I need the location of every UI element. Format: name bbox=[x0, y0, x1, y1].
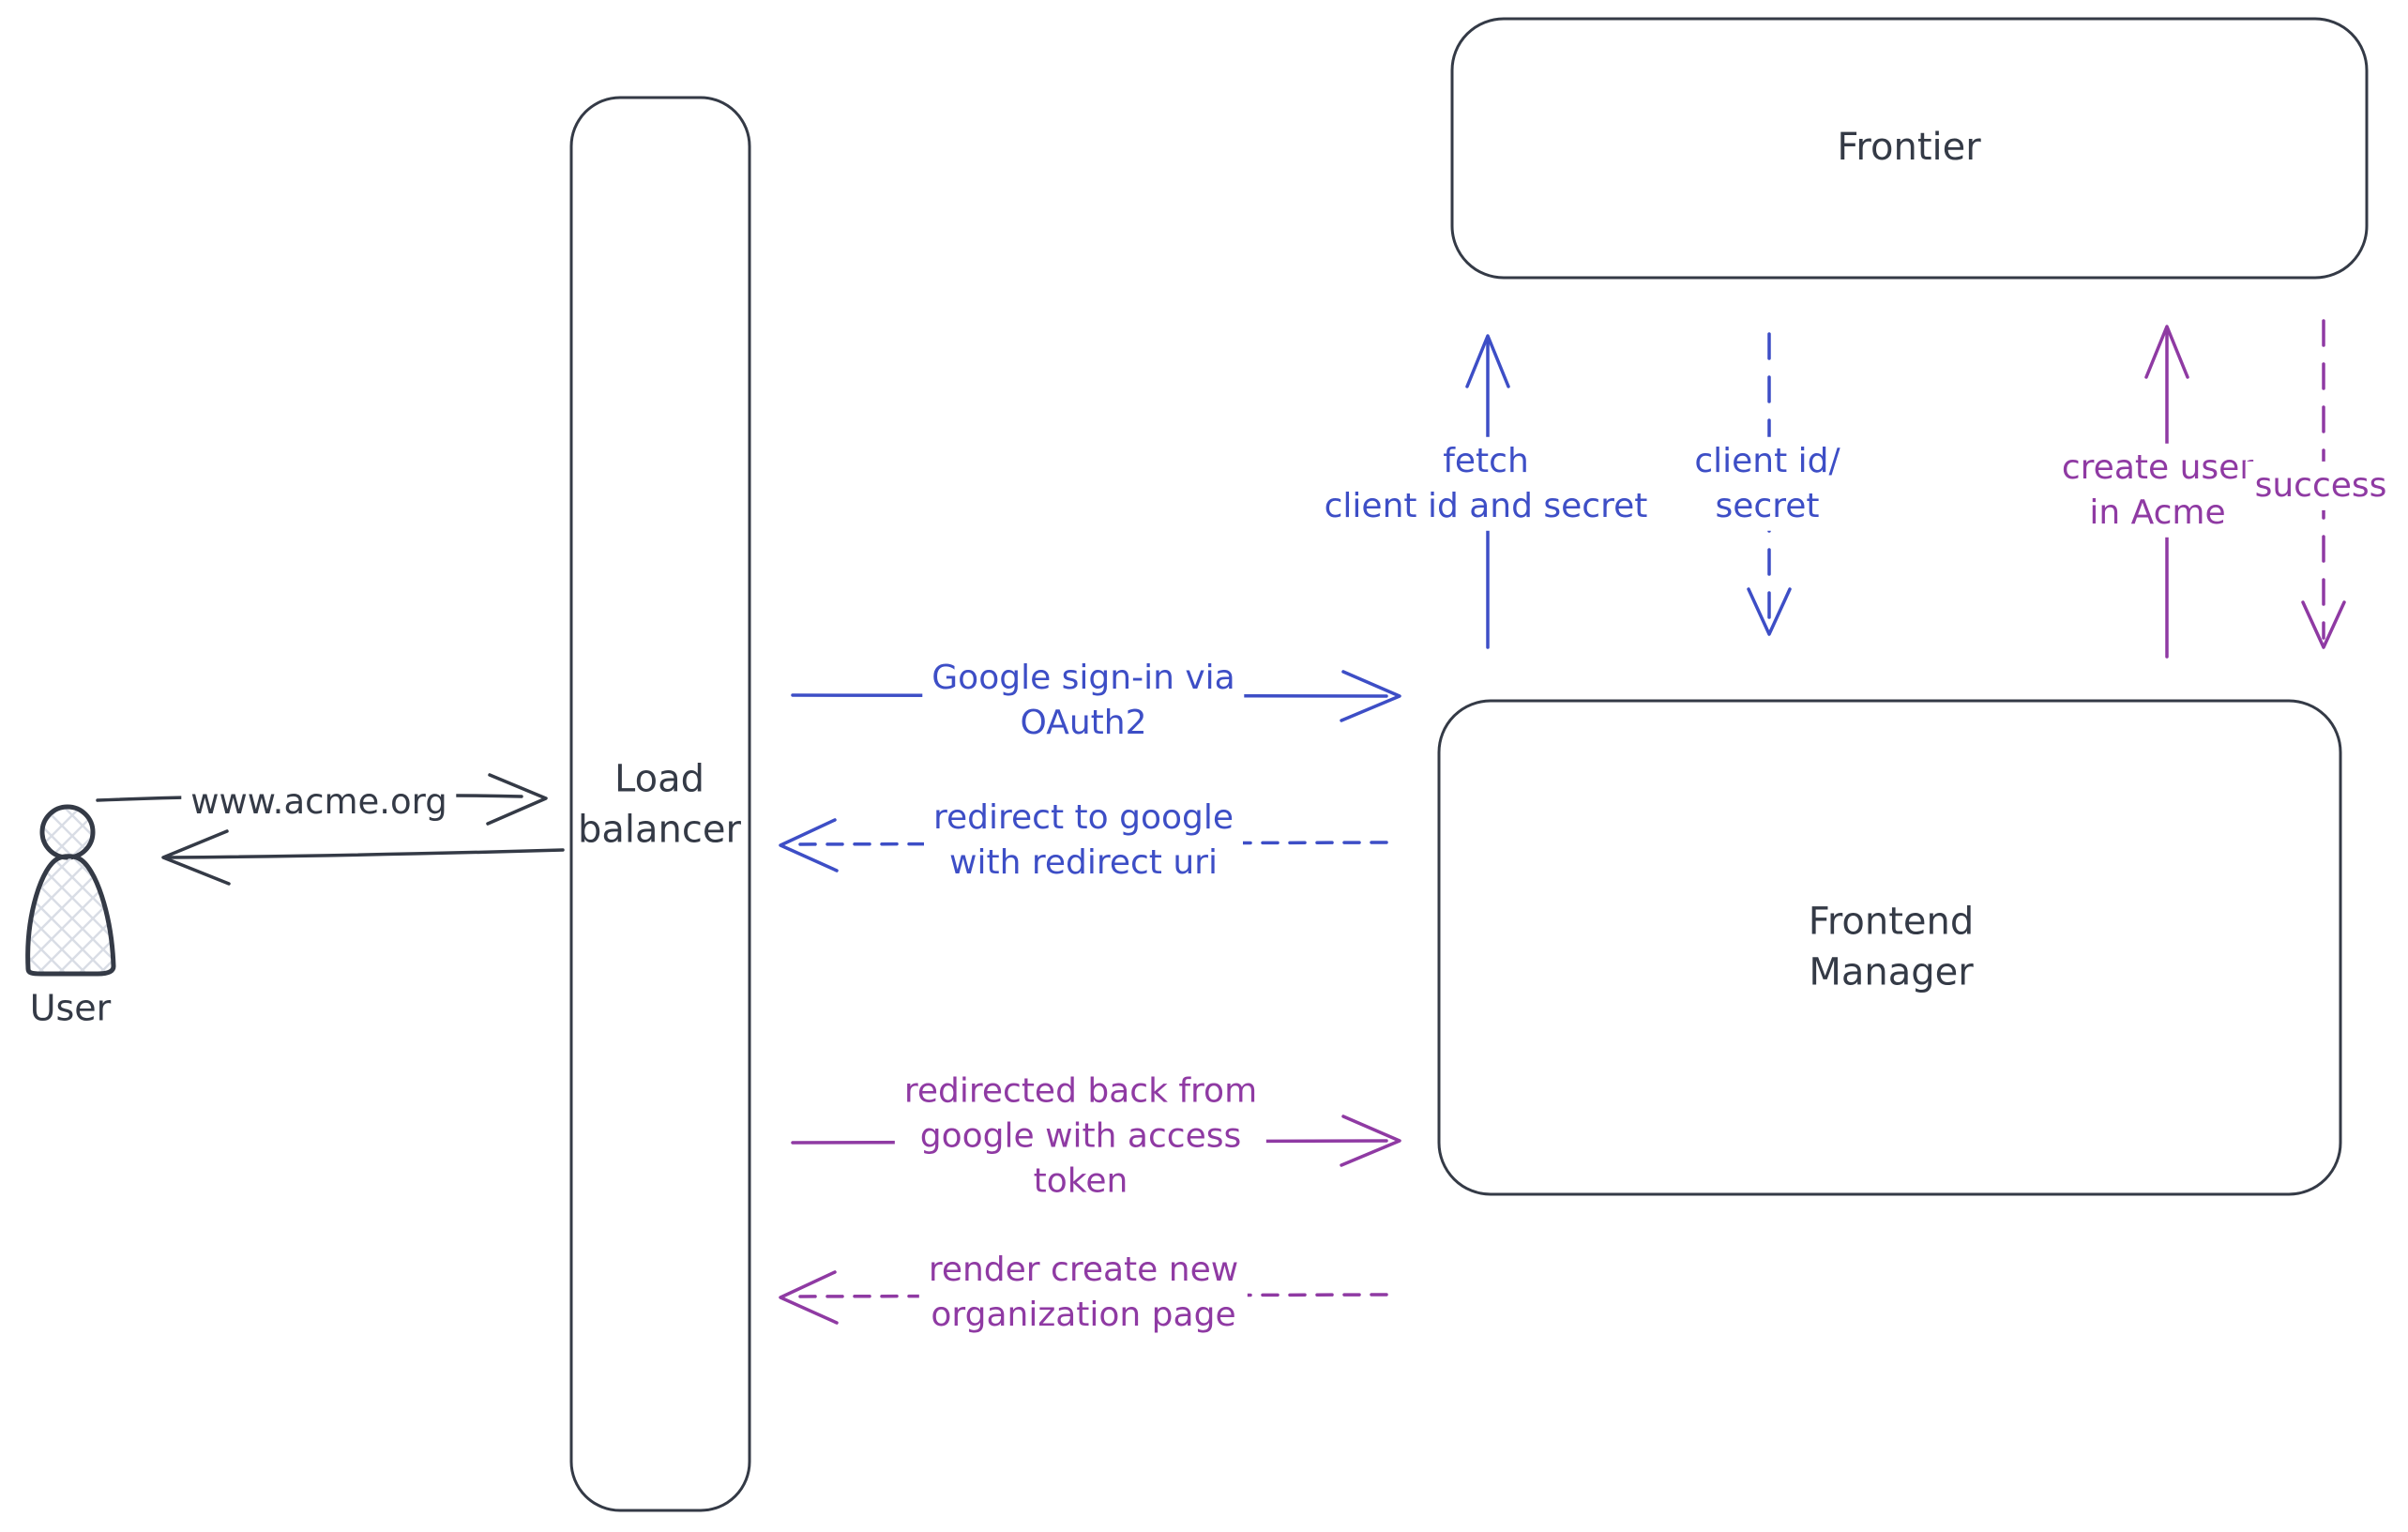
frontend-manager-box bbox=[1437, 699, 2342, 1196]
edge-label-render-org-page: render create new organization page bbox=[918, 1245, 1249, 1341]
arrow-redirect-to-google bbox=[779, 818, 1388, 872]
edge-label-client-id-secret: client id/ secret bbox=[1685, 436, 1850, 532]
load-balancer-label: Load balancer bbox=[578, 754, 741, 855]
edge-label-redirect-to-google: redirect to google with redirect uri bbox=[923, 793, 1244, 888]
edge-label-www-acme-org: www.acme.org bbox=[181, 777, 457, 827]
edge-label-google-signin: Google sign-in via OAuth2 bbox=[922, 653, 1245, 749]
arrow-load-balancer-to-user bbox=[161, 829, 565, 886]
load-balancer-label-line: Load bbox=[614, 757, 704, 801]
frontend-manager-label-line: Frontend bbox=[1808, 900, 1975, 944]
edge-label-fetch-client-secret: fetch client id and secret bbox=[1314, 436, 1658, 532]
load-balancer-box bbox=[569, 96, 751, 1512]
frontier-label: Frontier bbox=[1837, 126, 1981, 170]
frontier-box bbox=[1450, 17, 2369, 280]
edge-label-success: success bbox=[2245, 461, 2397, 511]
edge-label-redirected-back: redirected back from google with access … bbox=[894, 1067, 1267, 1207]
arrow-render-org-page bbox=[779, 1270, 1388, 1325]
edge-label-create-user: create user in Acme bbox=[2052, 443, 2264, 538]
user-label: User bbox=[29, 987, 112, 1029]
user-person-icon bbox=[25, 804, 116, 977]
frontend-manager-label: Frontend Manager bbox=[1809, 897, 1975, 997]
frontend-manager-label-line: Manager bbox=[1809, 950, 1974, 994]
load-balancer-label-line: balancer bbox=[578, 808, 741, 851]
arrow-success bbox=[2301, 319, 2346, 649]
